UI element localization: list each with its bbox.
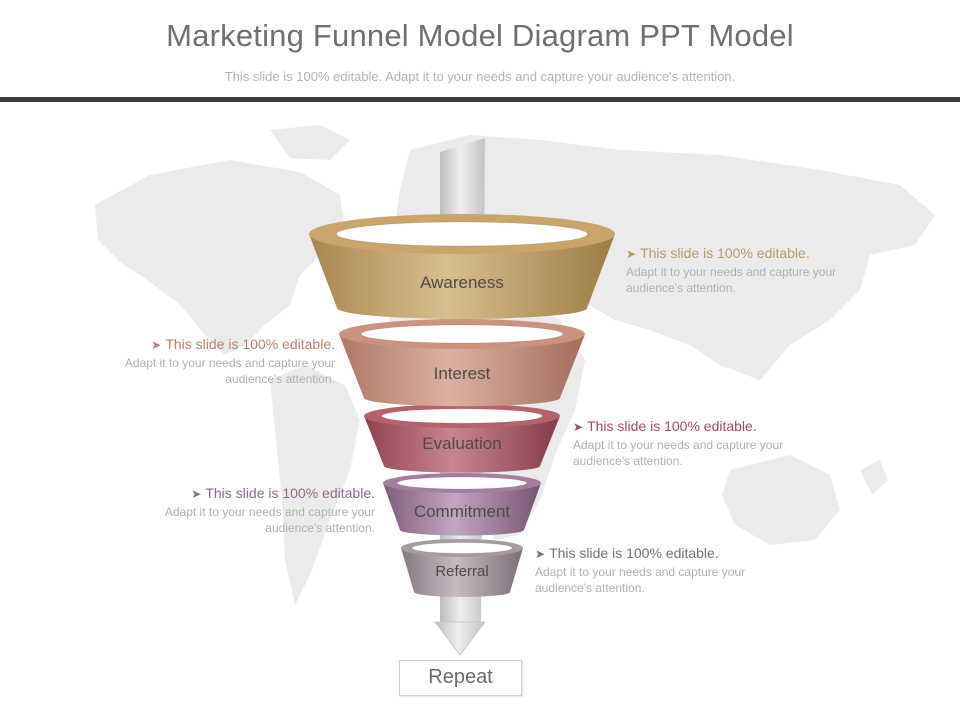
funnel-ring-body xyxy=(401,548,523,597)
note-heading: ➤This slide is 100% editable. xyxy=(191,485,375,501)
stage-referral-label: Referral xyxy=(435,563,489,580)
stage-evaluation xyxy=(364,404,560,473)
chevron-right-icon: ➤ xyxy=(191,487,202,501)
note-body: Adapt it to your needs and capture your … xyxy=(626,265,837,295)
note-referral: ➤This slide is 100% editable. Adapt it t… xyxy=(535,544,780,596)
stage-awareness-label: Awareness xyxy=(420,273,504,292)
funnel-ring-body xyxy=(339,334,585,407)
stage-commitment xyxy=(383,473,541,536)
funnel-ring-opening xyxy=(396,476,528,490)
stage-referral xyxy=(401,539,523,597)
header-divider xyxy=(0,97,960,102)
stage-commitment-label: Commitment xyxy=(413,502,511,521)
chevron-right-icon: ➤ xyxy=(151,338,162,352)
note-heading: ➤This slide is 100% editable. xyxy=(573,418,757,434)
chevron-right-icon: ➤ xyxy=(626,247,637,261)
note-body: Adapt it to your needs and capture your … xyxy=(124,356,335,386)
funnel-ring-opening xyxy=(360,324,564,344)
stage-awareness xyxy=(309,214,615,319)
funnel-ring-body xyxy=(364,416,560,473)
note-heading: ➤This slide is 100% editable. xyxy=(626,245,810,261)
page-subtitle: This slide is 100% editable. Adapt it to… xyxy=(224,69,736,84)
chevron-right-icon: ➤ xyxy=(573,420,584,434)
down-arrow-icon xyxy=(433,621,487,656)
note-evaluation: ➤This slide is 100% editable. Adapt it t… xyxy=(573,417,818,469)
note-body: Adapt it to your needs and capture your … xyxy=(535,565,746,595)
page-title: Marketing Funnel Model Diagram PPT Model xyxy=(166,18,794,53)
note-awareness: ➤This slide is 100% editable. Adapt it t… xyxy=(626,244,871,296)
repeat-box: Repeat xyxy=(399,660,522,696)
funnel-ring-body xyxy=(309,234,615,319)
chevron-right-icon: ➤ xyxy=(535,547,546,561)
note-heading: ➤This slide is 100% editable. xyxy=(151,336,335,352)
note-heading: ➤This slide is 100% editable. xyxy=(535,545,719,561)
stage-interest xyxy=(339,319,585,407)
stage-evaluation-label: Evaluation xyxy=(422,434,502,453)
note-commitment: ➤This slide is 100% editable. Adapt it t… xyxy=(130,484,375,536)
funnel-ring-opening xyxy=(411,542,513,554)
stage-interest-label: Interest xyxy=(433,364,491,383)
funnel-ring-opening xyxy=(336,221,588,247)
funnel-ring-body xyxy=(383,483,541,536)
note-body: Adapt it to your needs and capture your … xyxy=(573,438,784,468)
note-interest: ➤This slide is 100% editable. Adapt it t… xyxy=(90,335,335,387)
note-body: Adapt it to your needs and capture your … xyxy=(164,505,375,535)
funnel-ring-opening xyxy=(381,408,543,424)
